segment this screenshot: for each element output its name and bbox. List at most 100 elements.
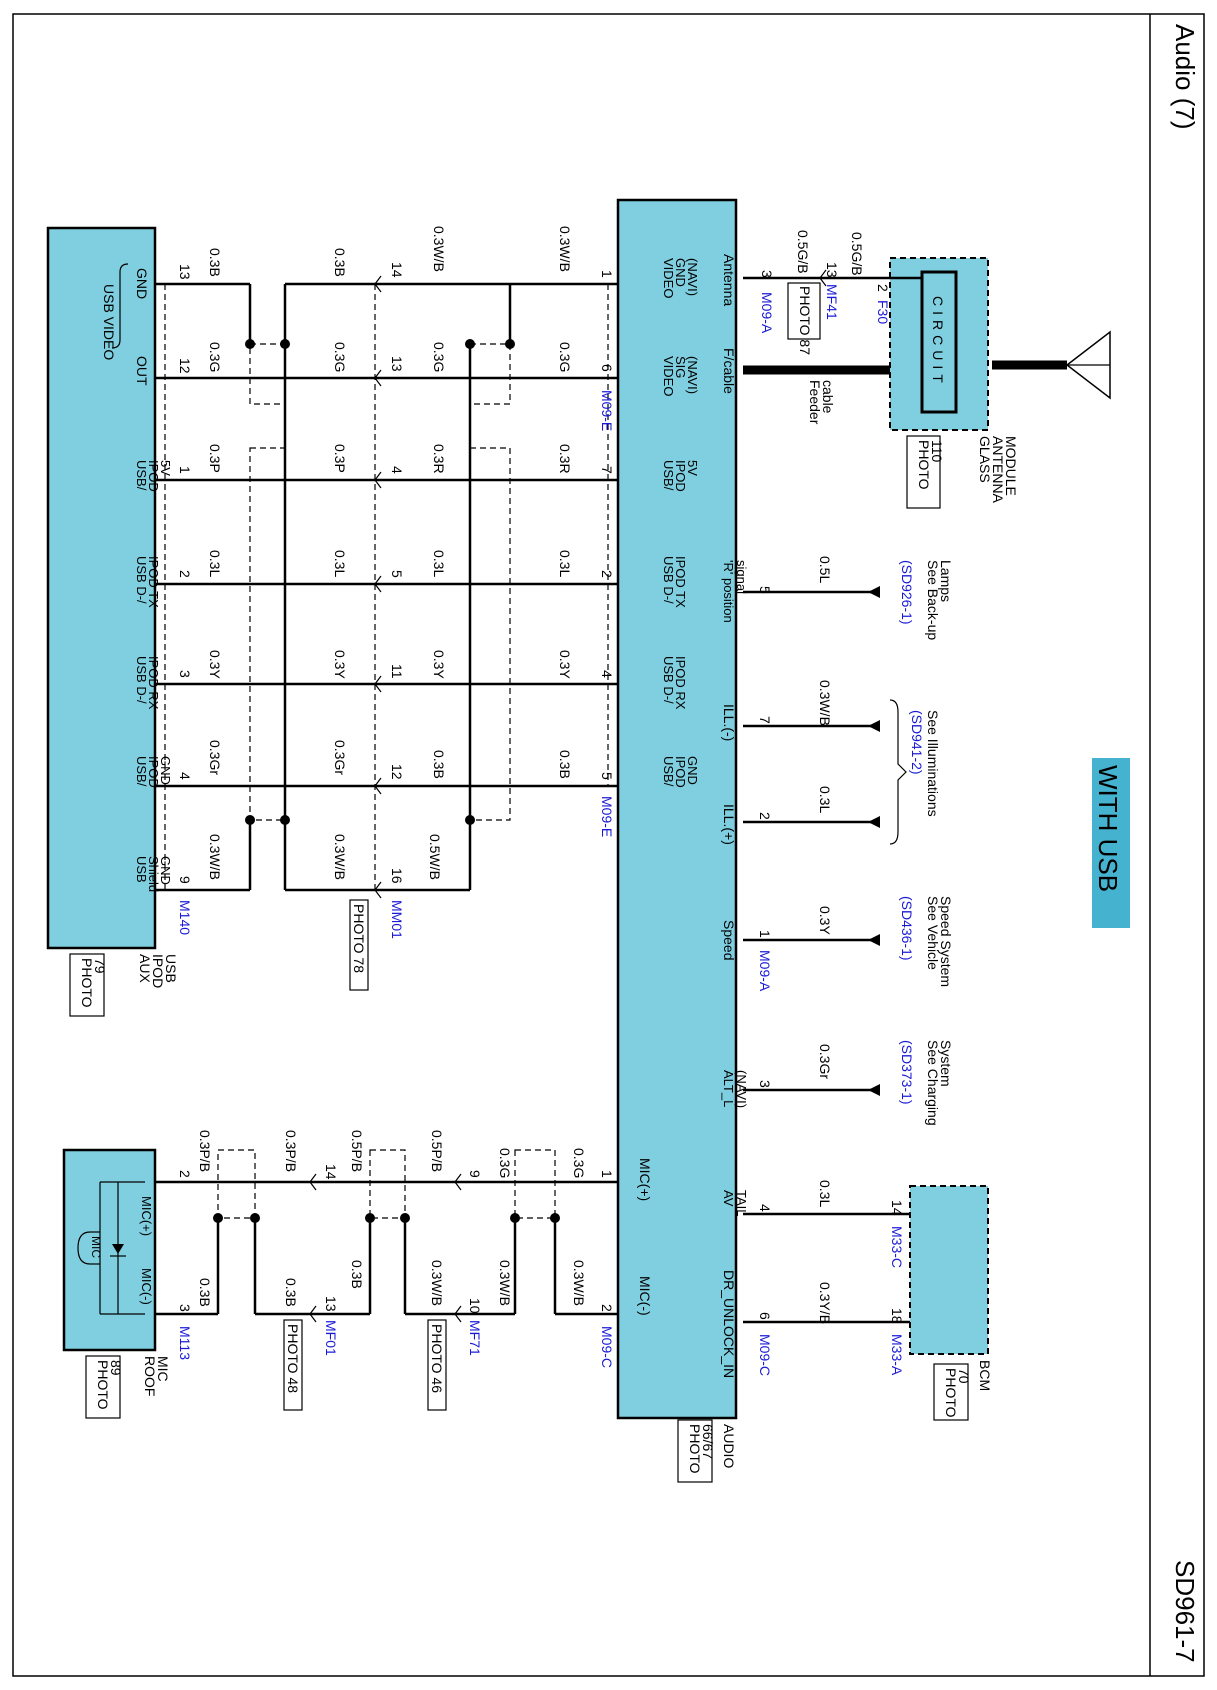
aux-pin-9: 9 [177,876,193,884]
usb-mid-2: 0.3R [431,444,447,474]
mic-d-minus: 0.3B [349,1260,365,1289]
audio-pin-alt: ALT_L(NAVI) [721,1070,749,1108]
usb-a-6: 0.5W/B [427,834,443,880]
f30-label: F30 [875,300,891,324]
usb-b-mm-2: 0.3P [332,444,348,473]
mf41-connector [819,269,827,287]
ill-plus-wire-label: 0.3L [817,786,833,813]
page-frame [12,13,1205,1677]
audio-photo-box [677,1419,713,1483]
audio-pin-avtail: AVTAIL [721,1190,749,1217]
mic-d-plus: 0.5P/B [349,1130,365,1172]
ill-minus-wire-label: 0.3W/B [817,680,833,726]
usb-mid-4: 0.3Y [431,650,447,679]
rpos-wire-label: 0.5L [817,556,833,583]
bcm-pin-18: 18 [889,1308,905,1324]
aux-sub-label: USB VIDEO [101,284,117,360]
audio-pin-antenna: Antenna [721,254,737,306]
mic-circuit [77,1181,145,1315]
mf71-photo-box [427,1319,447,1411]
usb-b-mm-6: 0.3W/B [332,834,348,880]
m140-label: M140 [177,900,193,935]
backup-ref-code: (SD926-1) [899,560,915,625]
audio-usb-pin-1: 1 [599,270,615,278]
aux-pin-out: OUT [134,356,150,386]
drunlock-pin: 6 [757,1312,773,1320]
usb-b-3: 0.3L [207,550,223,577]
page-title: Audio (7) [1170,24,1200,130]
mm01-photo-box [349,899,369,991]
circuit-label: CIRCUIT [930,296,946,388]
usb-a-0: 0.3W/B [557,226,573,272]
usb-b-5: 0.3Gr [207,740,223,775]
audio-pin-usb-5v: USB/IPOD5V [661,460,700,492]
antenna-symbol [992,330,1111,400]
m09a-label-bottom: M09-A [757,950,773,992]
usb-a-2: 0.3R [557,444,573,474]
usb-b-mm-0: 0.3B [332,248,348,277]
aux-photo: PHOTO79 [79,958,108,1008]
ant-wire-top: 0.5G/B [849,232,865,276]
aux-photo-box [69,953,105,1017]
mic-a-minus: 0.3W/B [571,1260,587,1306]
glass-antenna-photo-box [906,435,941,509]
mic-wires [155,1149,618,1323]
usb-mid-0: 0.3W/B [431,226,447,272]
bcm-unit [909,1185,989,1355]
glass-antenna-module [889,257,989,431]
mm01-pin-4: 4 [389,466,405,474]
roof-mic-photo: PHOTO89 [95,1360,124,1410]
usb-mid-3: 0.3L [431,550,447,577]
usb-b-4: 0.3Y [207,650,223,679]
audio-name: AUDIO [721,1424,737,1468]
mm01-pin-14: 14 [389,262,405,278]
aux-pin-gnd: GND [134,268,150,299]
usb-mid-1: 0.3G [431,342,447,372]
m33c-label: M33-C [889,1226,905,1268]
usb-mid-5: 0.3B [431,750,447,779]
mm01-label: MM01 [389,900,405,939]
usb-a-1: 0.3G [557,342,573,372]
ant-pin-3: 3 [759,270,775,278]
usb-b-0: 0.3B [207,248,223,277]
m33a-label: M33-A [889,1334,905,1376]
roof-mic-photo-box [85,1355,121,1419]
m09e-label-bottom: M09-E [599,796,615,837]
usb-b-2: 0.3P [207,444,223,473]
option-label-box [1092,758,1130,928]
speed-ref-code: (SD436-1) [899,896,915,961]
charging-ref: See ChargingSystem [925,1040,954,1126]
ill-plus-pin: 2 [757,812,773,820]
roof-mic-name: ROOFMIC [142,1356,171,1396]
mf71-pin-10: 10 [467,1298,483,1314]
illum-ref-code: (SD941-2) [909,710,925,775]
roof-mic-unit [62,1148,157,1352]
ant-wire-bottom: 0.5G/B [795,230,811,274]
audio-pin-usb-tx: USB D-/IPOD TX [661,556,688,608]
audio-usb-pin-7: 7 [599,466,615,474]
mic-c-minus: 0.3W/B [429,1260,445,1306]
mic-audio-pin-1: 1 [599,1170,615,1178]
audio-usb-pin-4: 4 [599,670,615,678]
mic-audio-pin-2: 2 [599,1304,615,1312]
roof-mic-plus: MIC(+) [139,1196,154,1236]
aux-pin-3: 3 [177,670,193,678]
aux-pin-usbgnd: USB/IPODGND [134,756,173,788]
audio-pin-speed: Speed [721,920,737,960]
roof-mic-mic: MIC [89,1236,103,1258]
audio-unit [616,198,738,1420]
mic-f-minus: 0.3B [197,1278,213,1307]
audio-photo: PHOTO66/67 [687,1424,716,1474]
speed-ref: See VehicleSpeed System [925,896,954,987]
usb-b-1: 0.3G [207,342,223,372]
mm01-pin-12: 12 [389,764,405,780]
audio-pin-ill-plus: ILL.(+) [721,804,737,845]
usb-a-4: 0.3Y [557,650,573,679]
m113-pin-3: 3 [177,1304,193,1312]
mf01-pin-14: 14 [323,1164,339,1180]
usb-b-mm-3: 0.3L [332,550,348,577]
audio-pin-mic-minus: MIC(-) [637,1276,653,1316]
roof-mic-minus: MIC(-) [139,1268,154,1305]
audio-pin-drunlock: DR_UNLOCK_IN [721,1270,737,1378]
